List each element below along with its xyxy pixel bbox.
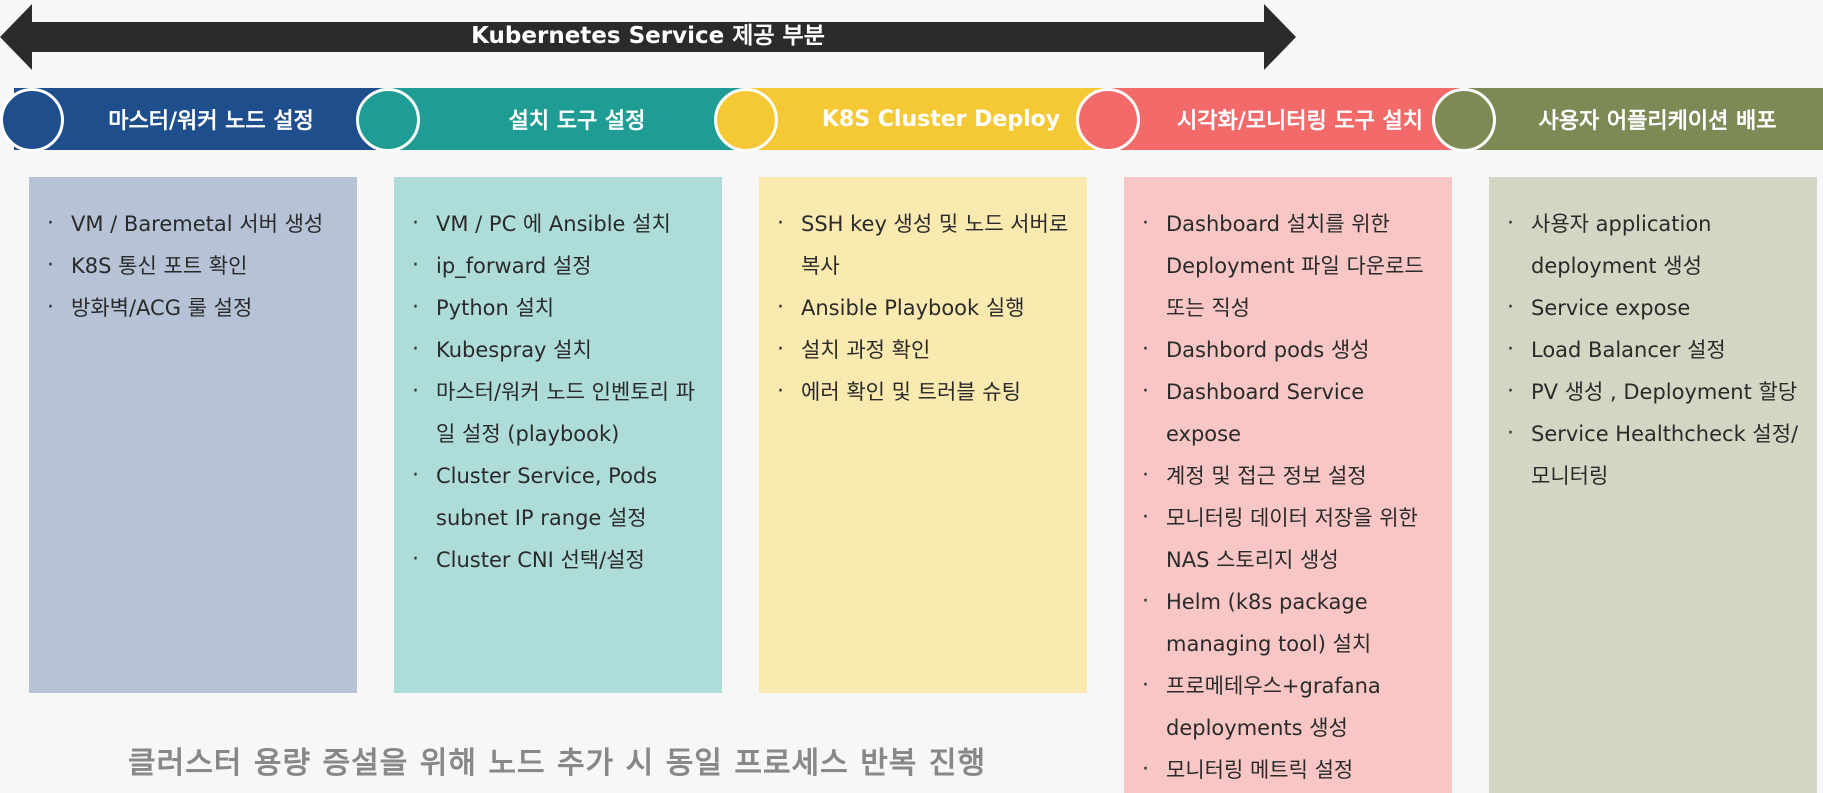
task-item: 계정 및 접근 정보 설정 <box>1136 455 1438 497</box>
task-item: 에러 확인 및 트러블 슈팅 <box>771 371 1073 413</box>
stage-title: 설치 도구 설정 <box>508 109 646 134</box>
stage-title: 마스터/워커 노드 설정 <box>108 109 314 134</box>
stage-circle-icon <box>714 88 778 152</box>
stage-header-app-deploy: 사용자 어플리케이션 배포 <box>1464 88 1823 150</box>
task-item: Cluster CNI 선택/설정 <box>406 539 708 581</box>
task-item: Helm (k8s package managing tool) 설치 <box>1136 581 1438 665</box>
arrow-label: Kubernetes Service 제공 부분 <box>471 23 825 49</box>
task-item: Service Healthcheck 설정/모니터링 <box>1501 413 1803 497</box>
task-item: Python 설치 <box>406 287 708 329</box>
task-item: Dashboard 설치를 위한 Deployment 파일 다운로드 또는 직… <box>1136 203 1438 329</box>
task-item: Cluster Service, Pods subnet IP range 설정 <box>406 455 708 539</box>
panel-monitoring: Dashboard 설치를 위한 Deployment 파일 다운로드 또는 직… <box>1124 177 1452 793</box>
task-item: 모니터링 데이터 저장을 위한 NAS 스토리지 생성 <box>1136 497 1438 581</box>
task-item: Kubespray 설치 <box>406 329 708 371</box>
task-item: 사용자 application deployment 생성 <box>1501 203 1803 287</box>
stage-circle-icon <box>0 88 64 152</box>
stage-header-master-worker: 마스터/워커 노드 설정 <box>14 88 380 150</box>
stage-circle-icon <box>356 88 420 152</box>
stage-circle-icon <box>1076 88 1140 152</box>
stage-title: K8S Cluster Deploy <box>821 106 1061 132</box>
panel-app-deploy: 사용자 application deployment 생성 Service ex… <box>1489 177 1817 793</box>
stage-title: 시각화/모니터링 도구 설치 <box>1177 109 1423 134</box>
task-item: K8S 통신 포트 확인 <box>41 245 343 287</box>
stage-title: 사용자 어플리케이션 배포 <box>1538 109 1777 134</box>
task-list: VM / PC 에 Ansible 설치 ip_forward 설정 Pytho… <box>406 203 708 581</box>
stage-circle-icon <box>1432 88 1496 152</box>
task-list: Dashboard 설치를 위한 Deployment 파일 다운로드 또는 직… <box>1136 203 1438 791</box>
task-item: VM / PC 에 Ansible 설치 <box>406 203 708 245</box>
task-item: VM / Baremetal 서버 생성 <box>41 203 343 245</box>
task-item: Ansible Playbook 실행 <box>771 287 1073 329</box>
task-item: Load Balancer 설정 <box>1501 329 1803 371</box>
panel-cluster-deploy: SSH key 생성 및 노드 서버로 복사 Ansible Playbook … <box>759 177 1087 693</box>
stage-header-install-tools: 설치 도구 설정 <box>380 88 746 150</box>
double-arrow-shape <box>0 4 1296 70</box>
task-item: SSH key 생성 및 노드 서버로 복사 <box>771 203 1073 287</box>
task-list: 사용자 application deployment 생성 Service ex… <box>1501 203 1803 497</box>
panel-install-tools: VM / PC 에 Ansible 설치 ip_forward 설정 Pytho… <box>394 177 722 693</box>
task-item: ip_forward 설정 <box>406 245 708 287</box>
stage-header-monitoring: 시각화/모니터링 도구 설치 <box>1108 88 1464 150</box>
task-item: Dashbord pods 생성 <box>1136 329 1438 371</box>
task-item: 설치 과정 확인 <box>771 329 1073 371</box>
task-list: SSH key 생성 및 노드 서버로 복사 Ansible Playbook … <box>771 203 1073 413</box>
task-item: 프로메테우스+grafana deployments 생성 <box>1136 665 1438 749</box>
task-item: Service expose <box>1501 287 1803 329</box>
service-scope-arrow <box>0 4 1296 70</box>
task-item: PV 생성 , Deployment 할당 <box>1501 371 1803 413</box>
task-item: 모니터링 메트릭 설정 <box>1136 749 1438 791</box>
task-list: VM / Baremetal 서버 생성 K8S 통신 포트 확인 방화벽/AC… <box>41 203 343 329</box>
task-item: 마스터/워커 노드 인벤토리 파일 설정 (playbook) <box>406 371 708 455</box>
stage-header-cluster-deploy: K8S Cluster Deploy <box>746 88 1108 150</box>
task-item: Dashboard Service expose <box>1136 371 1438 455</box>
footer-note: 클러스터 용량 증설을 위해 노드 추가 시 동일 프로세스 반복 진행 <box>128 746 987 781</box>
panel-master-worker: VM / Baremetal 서버 생성 K8S 통신 포트 확인 방화벽/AC… <box>29 177 357 693</box>
task-item: 방화벽/ACG 룰 설정 <box>41 287 343 329</box>
